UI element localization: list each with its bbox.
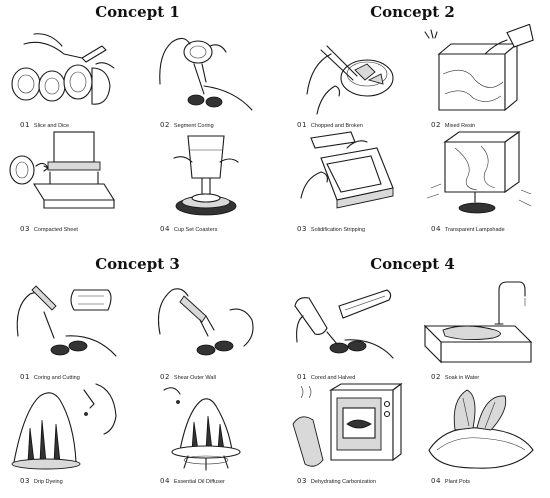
coring-and-cutting-illustration — [16, 285, 117, 357]
step-label: Soak in Water — [444, 375, 480, 381]
step-number: 01 — [297, 373, 307, 381]
chopped-and-broken-illustration — [306, 45, 394, 115]
step-label: Transparent Lampshade — [444, 227, 505, 233]
step-label: Solidification Stripping — [310, 227, 366, 233]
cored-and-halved-illustration — [294, 289, 394, 359]
dehydrating-carbonization-illustration — [292, 382, 403, 467]
step-number: 04 — [431, 477, 441, 485]
step-label: Essential Oil Diffuser — [173, 479, 225, 485]
step-number: 03 — [20, 477, 30, 485]
mixed-resin-illustration — [424, 24, 534, 112]
plant-pots-illustration — [428, 389, 534, 469]
concept-title: Concept 3 — [95, 255, 180, 273]
soak-in-water-illustration — [423, 281, 533, 364]
cup-set-coasters-illustration — [173, 135, 239, 216]
transparent-lampshade-illustration — [426, 130, 532, 214]
step-label: Mixed Resin — [444, 123, 476, 129]
slice-and-dice-illustration — [11, 33, 115, 105]
step-label: Plant Pots — [444, 479, 470, 485]
step-label: Shear Outer Wall — [173, 375, 216, 381]
step-number: 03 — [20, 225, 30, 233]
step-number: 01 — [20, 121, 30, 129]
concept-title: Concept 2 — [370, 3, 455, 21]
step-number: 01 — [20, 373, 30, 381]
segment-coring-illustration — [159, 37, 253, 111]
step-number: 03 — [297, 477, 307, 485]
step-number: 04 — [160, 477, 170, 485]
step-label: Drip Dyeing — [33, 479, 63, 485]
step-label: Coring and Cutting — [33, 375, 80, 381]
step-label: Dehydrating Carbonization — [310, 479, 377, 485]
step-label: Cored and Halved — [310, 375, 356, 381]
concept-title: Concept 4 — [370, 255, 455, 273]
step-label: Chopped and Broken — [310, 123, 363, 129]
step-number: 04 — [431, 225, 441, 233]
step-number: 03 — [297, 225, 307, 233]
solidification-stripping-illustration — [300, 131, 394, 209]
step-label: Segment Coring — [173, 123, 214, 129]
step-label: Slice and Dice — [33, 123, 70, 129]
drip-dyeing-illustration — [11, 383, 117, 470]
step-number: 02 — [431, 373, 441, 381]
step-label: Cup Set Coasters — [173, 227, 218, 233]
compacted-sheet-illustration — [9, 131, 115, 209]
shear-outer-wall-illustration — [157, 288, 254, 356]
step-number: 02 — [160, 121, 170, 129]
step-number: 02 — [431, 121, 441, 129]
step-number: 04 — [160, 225, 170, 233]
essential-oil-diffuser-illustration — [163, 387, 241, 471]
step-number: 01 — [297, 121, 307, 129]
concept-title: Concept 1 — [95, 3, 180, 21]
step-number: 02 — [160, 373, 170, 381]
step-label: Compacted Sheet — [33, 227, 78, 233]
